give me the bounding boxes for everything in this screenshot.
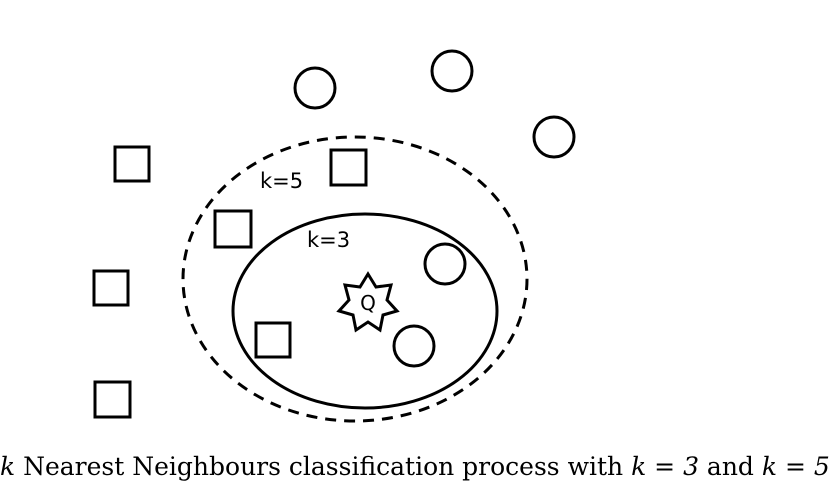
- knn-diagram: k=5 k=3 Q: [92, 49, 576, 423]
- circle-point: [293, 66, 337, 110]
- circle-point: [392, 324, 436, 368]
- square-point: [92, 269, 130, 307]
- square-point: [113, 145, 151, 183]
- circle-point: [430, 49, 474, 93]
- query-star-icon: [336, 271, 400, 333]
- caption-and: and: [698, 452, 762, 481]
- k5-boundary-ellipse: [181, 135, 529, 423]
- square-point: [213, 209, 253, 249]
- k3-boundary-ellipse: [231, 212, 499, 410]
- caption-text: Nearest Neighbours classification proces…: [15, 452, 632, 481]
- k3-label: k=3: [307, 228, 350, 252]
- k5-label: k=5: [260, 169, 303, 193]
- square-point: [329, 148, 368, 187]
- circle-point: [423, 242, 467, 286]
- caption-variable-k: k: [0, 452, 16, 481]
- square-point: [254, 321, 292, 359]
- square-point: [93, 380, 132, 419]
- query-label: Q: [360, 291, 376, 315]
- figure-caption: k Nearest Neighbours classification proc…: [0, 452, 830, 481]
- circle-point: [532, 115, 576, 159]
- caption-equation-k3: k = 3: [631, 452, 699, 481]
- caption-equation-k5: k = 5: [761, 452, 830, 481]
